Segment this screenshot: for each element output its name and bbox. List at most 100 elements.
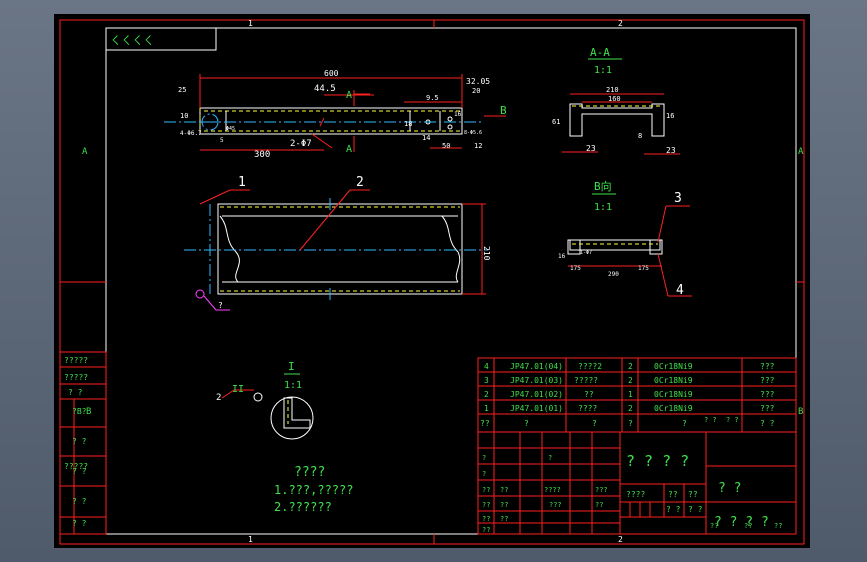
aa-dim-210: 210 [606,86,619,94]
bom-name: ?? [584,390,594,399]
left-strip-0: ????? [64,356,88,365]
section-aa-view: A-A 1:1 210 160 61 16 8 23 23 [552,46,680,155]
notes-heading: ???? [294,465,325,480]
dim-5: 5 [220,137,224,144]
bom-row-2: 2 JP47.01(02) ?? 1 0Cr18Ni9 ??? [484,390,775,399]
bom-note: ??? [760,404,775,413]
aa-dim-160: 160 [608,95,621,103]
view-b: B向 1:1 1-Φ7 16 175 290 175 3 4 [558,179,692,298]
bom-material: 0Cr18Ni9 [654,362,693,371]
bom-code: JP47.01(03) [510,376,563,385]
front-dim-210: 210 [482,246,491,261]
notes-line-1: 1.???,????? [274,483,353,497]
aa-dim-23-left: 23 [586,144,596,153]
left-strip-7: ? ? [72,497,87,506]
tb-cell-10: ?? [500,515,508,523]
border-top-1: 1 [248,19,253,28]
bom-header-qty: ? [628,419,633,428]
dim-18: 18 [404,120,412,128]
bom-code: JP47.01(04) [510,362,563,371]
bom-note: ??? [760,376,775,385]
detail-circle [270,396,314,440]
tb-cell-16: ?? [744,522,752,530]
company-name: ? ? [718,481,741,496]
dim-14: 14 [422,134,430,142]
view-b-dim-290: 290 [608,271,619,278]
bom-code: JP47.01(02) [510,390,563,399]
view-b-dim-175a: 175 [570,265,581,272]
front-note: ? [218,301,223,310]
dim-16: 16 [454,111,462,118]
left-strip-2: ? ? [68,388,83,397]
scale-label: ???? [626,490,645,499]
tb-cell-13: ? [482,470,486,478]
bom-qty: 1 [628,390,633,399]
dim-10: 10 [180,112,188,120]
detail-callout: 2 [216,393,221,403]
detail-title: I [288,360,295,373]
view-b-scale: 1:1 [594,202,612,213]
stamp-box [105,27,217,51]
view-b-dim-97: 1-Φ7 [580,250,592,256]
dim-44-5: 44.5 [314,84,336,94]
stamp-text: ㄑㄑㄑㄑ [110,34,154,47]
detail-scale: 1:1 [284,380,302,391]
bom-no: 3 [484,376,489,385]
bom-header-no: ?? [480,419,490,428]
tb-cell-scale: ?? [688,490,698,499]
left-strip-4: ? ? [72,437,87,446]
bom-qty: 2 [628,376,633,385]
view-b-dim-175b: 175 [638,265,649,272]
tb-cell-4: ?? [482,501,490,509]
bom-no: 2 [484,390,489,399]
bom-code: JP47.01(01) [510,404,563,413]
aa-dim-8: 8 [638,132,642,140]
notes-line-2: 2.?????? [274,500,332,514]
tb-sheet-1: ? ? [666,505,681,514]
dim-50: 50 [442,142,450,150]
dim-holes: 2-Φ7 [290,139,312,149]
top-view-outline [199,107,463,135]
left-strip-1: ????? [64,373,88,382]
bom-material: 0Cr18Ni9 [654,404,693,413]
bom-no: 4 [484,362,489,371]
tb-cell-14: ? [548,454,552,462]
left-strip-6: ????? [64,462,88,471]
bom-material: 0Cr18Ni9 [654,376,693,385]
bom-note: ??? [760,390,775,399]
bom-weight-2: ? ? [726,416,739,424]
bom-name: ????? [574,376,598,385]
border-right-b: B [798,407,803,417]
dim-300: 300 [254,150,270,160]
drawing-title: ? ? ? ? [626,452,689,470]
tb-cell-2: ?? [500,486,508,494]
bom-no: 1 [484,404,489,413]
dim-phi45: Φ45 [226,126,235,132]
drawing-sheet: 1 2 1 2 A A B B ㄑㄑㄑㄑ 600 44.5 32.05 20 9… [54,14,810,548]
detail-marker: II [232,384,244,395]
dim-9-5: 9.5 [426,94,439,102]
tb-cell-5: ???? [544,486,561,494]
tb-cell-6: ??? [549,501,562,509]
dim-32-05: 32.05 [466,77,490,86]
left-strip: ????? ????? ? ? ?B? ? ? ? ? ????? ? ? ? … [59,351,107,535]
bom-name: ????2 [578,362,602,371]
tb-cell-17: ?? [774,522,782,530]
border-right-a: A [798,147,804,157]
balloon-2: 2 [356,175,364,190]
aa-dim-23-right: 23 [666,146,676,155]
bom-qty: 2 [628,362,633,371]
aa-dim-16: 16 [666,112,674,120]
bom-note: ??? [760,362,775,371]
tb-cell-11: ?? [595,501,603,509]
tb-cell-7: ??? [595,486,608,494]
tb-cell-1: ?? [482,486,490,494]
title-block: ? ? ? ? ? ? ? ? ? ? ???? ?? ?? ? ? ? ? ?… [477,431,797,535]
balloon-3: 3 [674,191,682,206]
section-mark-a-bottom: A [346,144,352,155]
tb-cell-3: ?? [500,501,508,509]
dim-600: 600 [324,69,339,78]
tb-sheet-2: ? ? [688,505,703,514]
section-mark-b: B [500,104,507,117]
dim-12: 12 [474,142,482,150]
